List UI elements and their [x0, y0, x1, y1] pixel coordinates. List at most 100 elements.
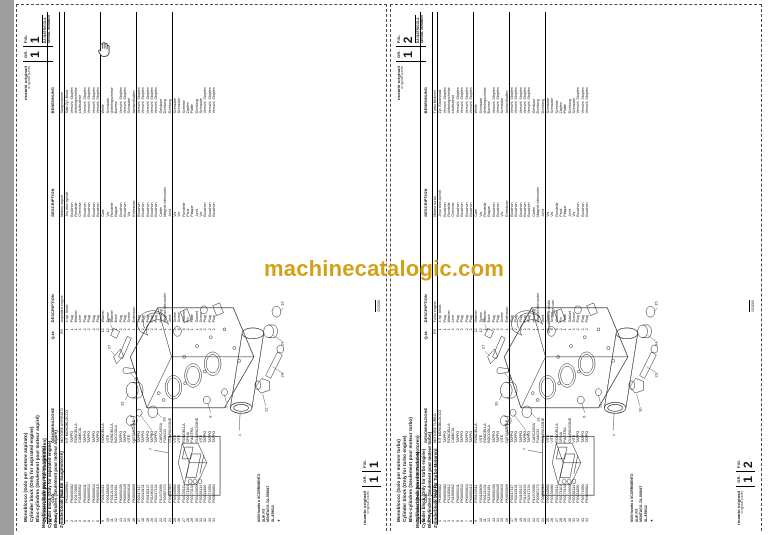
- parts-cell-c-desc: Plug: [86, 315, 91, 323]
- parts-cell-c-desc: Screw: [126, 312, 131, 323]
- parts-cell-c-bez: Verschl. Stopfen: [207, 87, 212, 114]
- parts-cell-c-pos: 27: [181, 518, 186, 522]
- parts-cell-c-den: TAPPO: [86, 430, 91, 443]
- parts-cell-c-den: KIT MONOBLOCCO: [64, 341, 70, 445]
- parts-cell-c-cod: P30181114: [198, 484, 203, 503]
- th-description-fr: DESCRIPTION: [420, 115, 433, 219]
- parts-cell-c-qty: Rif.: [59, 328, 64, 334]
- parts-cell-c-qty: 2: [207, 328, 212, 331]
- parts-cell-c-desc: Screw: [171, 218, 177, 325]
- note-3: SL-878012: [270, 505, 275, 522]
- parts-cell-c-den: TAPPO: [149, 430, 154, 443]
- parts-cell-c-desc: Magnet intercooler: [162, 292, 167, 323]
- parts-cell-c-desc: Plug: [211, 315, 216, 323]
- parts-cell-c-qty: 2: [202, 328, 207, 331]
- th-description-en: DESCRIPTION: [420, 218, 433, 325]
- parts-cell-c-desc2: Bouchon: [118, 202, 123, 217]
- parts-cell-c-den: VITE: [171, 341, 177, 445]
- parts-cell-c-qty: 1: [131, 328, 136, 331]
- parts-cell-c-bez: Verschl. Stopfen: [136, 12, 141, 116]
- parts-cell-c-pos: 34: [585, 518, 590, 522]
- catalog-page-right[interactable]: ricambi originali original parts GR. 1 F…: [390, 4, 762, 531]
- parts-cell-c-qty: 12: [105, 328, 109, 333]
- parts-cell-c-cod: P30987473: [162, 484, 167, 503]
- parts-cell-c-cod: P30417134: [153, 484, 158, 503]
- parts-cell-c-pos: 8: [95, 520, 100, 522]
- parts-cell-c-cod: P30418131: [140, 484, 145, 503]
- parts-cell-c-bez: Welle: [100, 12, 105, 116]
- parts-cell-c-desc: Plug: [69, 315, 74, 323]
- parts-cell-c-desc2: Jeu bloc cylindr.: [64, 115, 70, 219]
- parts-cell-c-qty: 4: [198, 328, 203, 331]
- parts-cell-c-desc: Plug: [207, 315, 212, 323]
- parts-cell-c-cod: PK6600382: [69, 483, 74, 503]
- parts-cell-c-cod: P30146560: [171, 444, 177, 505]
- parts-cell-c-den: SPINA: [185, 431, 190, 443]
- parts-cell-c-pos: 25: [171, 504, 177, 524]
- parts-cell-c-desc: Plug: [140, 315, 145, 323]
- parts-cell-c-qty: 12: [100, 324, 105, 342]
- parts-cell-c-cod: PK6601610: [126, 483, 131, 503]
- parts-cell-c-qty: 2: [91, 328, 96, 331]
- parts-cell-c-cod: P30155137: [145, 484, 150, 503]
- parts-cell-c-bez: Unterlegscheibe: [73, 87, 78, 114]
- parts-cell-c-desc: Plug: [91, 315, 96, 323]
- parts-cell-c-bez: Verschl. Stopfen: [82, 87, 87, 114]
- fig-label: FIG.: [22, 34, 28, 44]
- parts-cell-c-desc2: Cale: [100, 115, 105, 219]
- parts-cell-c-pos: 28: [185, 518, 190, 522]
- parts-cell-c-desc2: Bouchon: [153, 202, 158, 217]
- title-en: Cylinder block (Only for aspirated engin…: [28, 426, 34, 522]
- parts-cell-c-cod: PK6600884: [211, 483, 216, 503]
- parts-cell-c-pos: 17: [136, 504, 141, 524]
- parts-cell-c-desc: Aspirated engine: [59, 295, 64, 323]
- catalog-page-left[interactable]: ricambi originali original parts GR. 1 F…: [16, 4, 387, 531]
- parts-cell-c-pos: 1: [64, 504, 70, 524]
- parts-cell-c-desc2: Chemise: [77, 202, 82, 217]
- th-description-fr: DESCRIPTION: [47, 115, 60, 219]
- note-2: MONTAGG. DL-505447: [265, 485, 270, 522]
- parts-cell-c-bez: Schraube: [171, 12, 177, 116]
- parts-cell-c-desc2: Joint: [167, 209, 172, 217]
- parts-cell-c-pos: 34: [211, 518, 216, 522]
- parts-cell-c-pos: 30: [194, 518, 199, 522]
- parts-cell-c-den: VITE: [176, 434, 181, 443]
- parts-cell-c-cod: P30417117: [136, 444, 141, 505]
- parts-cell-c-desc: Plug: [149, 315, 154, 323]
- parts-cell-c-desc: Bush: [113, 314, 118, 323]
- parts-cell-c-qty: 2: [145, 328, 150, 331]
- parts-cell-c-den: RONDELLA: [109, 423, 114, 443]
- parts-cell-c-qty: 2: [185, 328, 190, 331]
- th-qty: Q.tà: [47, 324, 60, 342]
- parts-cell-c-den: TAPPO: [95, 430, 100, 443]
- parts-cell-c-bez: Verschl. Stopfen: [211, 87, 216, 114]
- parts-cell-c-qty: 2: [95, 328, 100, 331]
- parts-cell-c-pos: 9: [100, 504, 105, 524]
- parts-cell-c-desc2: Rondelle: [181, 202, 186, 217]
- parts-cell-c-pos: 2: [69, 520, 74, 522]
- parts-cell-c-desc2: Carter: [158, 206, 163, 217]
- parts-cell-c-bez: Verschl. Stopfen: [145, 87, 150, 114]
- parts-cell-c-bez: Schraube: [176, 97, 181, 114]
- parts-cell-c-desc2: Bouchon: [69, 202, 74, 217]
- parts-cell-c-qty: 1: [189, 328, 194, 331]
- parts-cell-c-cod: PK6600813: [91, 483, 96, 503]
- parts-cell-c-pos: 7: [91, 520, 96, 522]
